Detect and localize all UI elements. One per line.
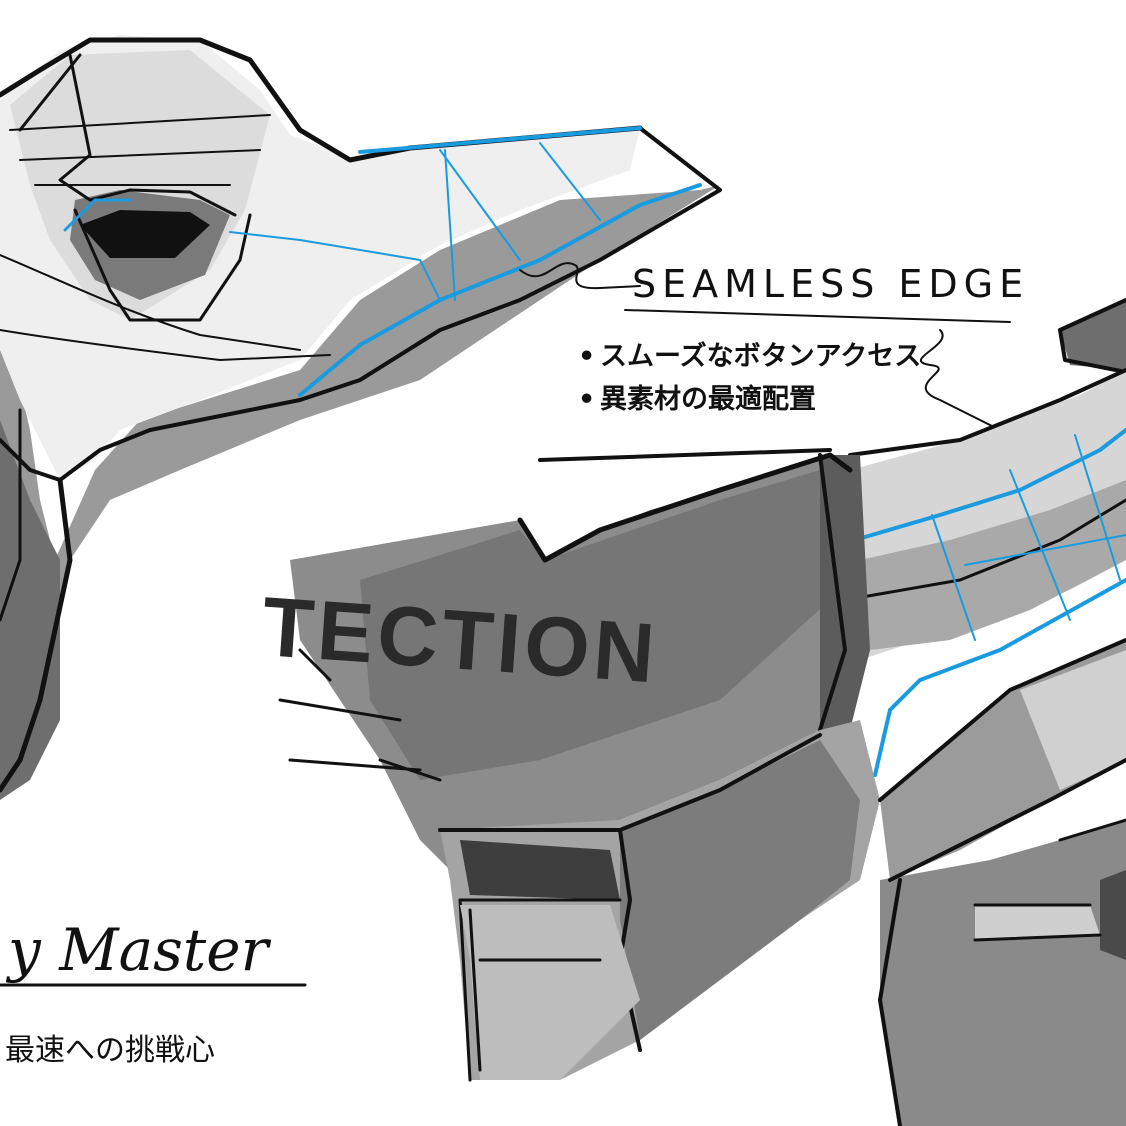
caption-heading: y Master [5, 916, 272, 984]
right-bottom-grip [880, 820, 1126, 1126]
bottom-piece [460, 905, 640, 1080]
annotation-title: SEAMLESS EDGE [632, 262, 1029, 306]
cap-dark-slot [80, 210, 210, 258]
left-dark-body [0, 185, 720, 800]
band-shade [860, 480, 1126, 650]
lower-front-face [620, 740, 860, 1040]
right-bottom-dark [1100, 870, 1126, 960]
left-shade [0, 420, 60, 800]
right-bottom-button [975, 905, 1100, 940]
bullet-dot-2: • [578, 384, 595, 415]
bullet-dot-1: • [578, 341, 595, 372]
caption-subtext: 最速への挑戦心 [5, 1033, 215, 1068]
right-lower-light [1020, 650, 1126, 790]
leader-squiggle [519, 262, 641, 290]
leader-squiggle-right [920, 329, 1001, 431]
top-right-chunk [1060, 300, 1126, 370]
lower-front-dark [460, 840, 620, 900]
annotation-bullet-2: 異素材の最適配置 [600, 383, 816, 415]
right-device-body: TECTION [259, 298, 1126, 1126]
bottom-left-caption: y Master 最速への挑戦心 [0, 916, 307, 1068]
top-left-shell [0, 35, 722, 800]
main-block-highlight [360, 470, 830, 780]
main-block-side [780, 455, 870, 800]
annotation-block: SEAMLESS EDGE • スムーズなボタンアクセス • 異素材の最適配置 [578, 262, 1029, 415]
annotation-bullet-1: スムーズなボタンアクセス [600, 340, 921, 372]
